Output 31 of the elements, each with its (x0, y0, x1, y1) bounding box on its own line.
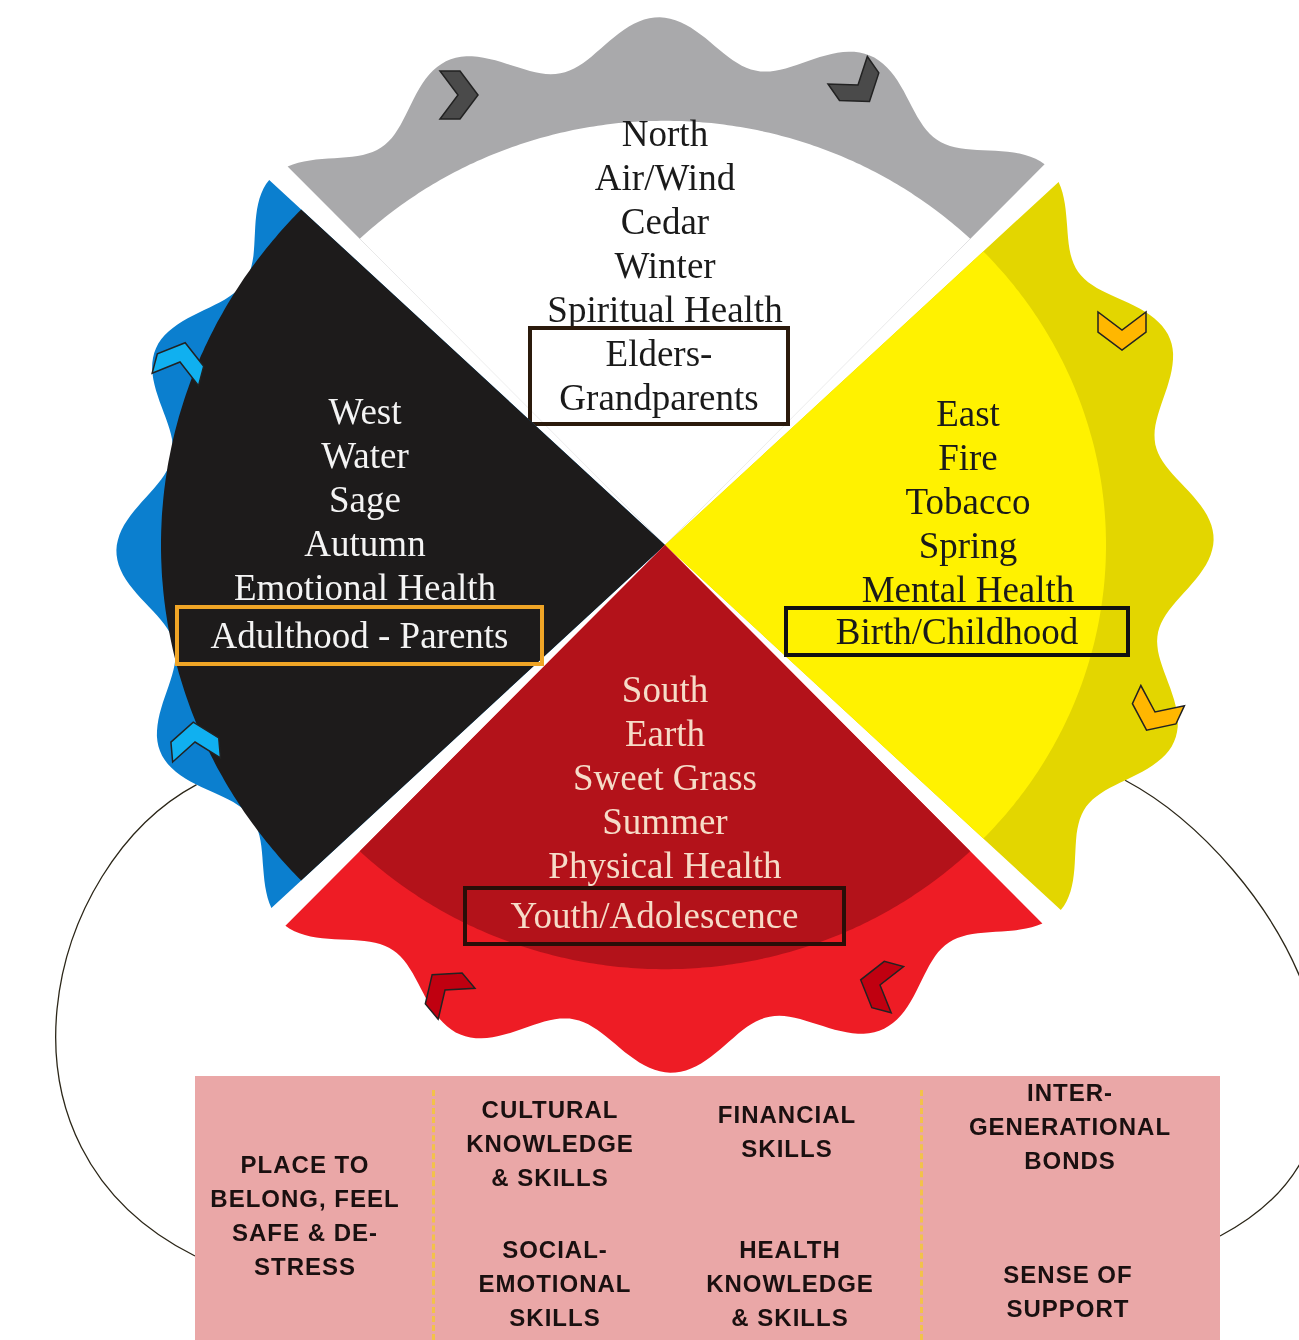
quadrant-text: North (620, 112, 710, 156)
medicine-wheel (116, 17, 1214, 1073)
quadrant-text: Earth (623, 712, 707, 756)
highlight-box: Youth/Adolescence (463, 886, 846, 946)
quadrant-text: Physical Health (547, 844, 783, 888)
quadrant-text: Autumn (303, 522, 427, 566)
highlight-box: Elders- Grandparents (528, 326, 790, 426)
category-label: SOCIAL- EMOTIONAL SKILLS (477, 1235, 633, 1333)
category-label: FINANCIAL SKILLS (716, 1100, 858, 1164)
quadrant-text: Air/Wind (593, 156, 737, 200)
category-label: PLACE TO BELONG, FEEL SAFE & DE-STRESS (209, 1150, 401, 1282)
quadrant-text: Sweet Grass (572, 756, 758, 800)
category-label: CULTURAL KNOWLEDGE & SKILLS (465, 1095, 635, 1193)
quadrant-text: Cedar (619, 200, 711, 244)
category-label: INTER- GENERATIONAL BONDS (967, 1078, 1173, 1176)
quadrant-text: Summer (601, 800, 729, 844)
quadrant-text: Winter (613, 244, 717, 288)
connector-line (55, 783, 198, 1257)
quadrant-text: South (620, 668, 710, 712)
highlight-box: Adulthood - Parents (175, 605, 544, 666)
category-label: SENSE OF SUPPORT (1002, 1260, 1134, 1324)
quadrant-text: East (935, 392, 1001, 436)
category-label: HEALTH KNOWLEDGE & SKILLS (705, 1235, 875, 1333)
quadrant-text: Spring (917, 524, 1019, 568)
quadrant-text: Fire (937, 436, 999, 480)
quadrant-text: Water (320, 434, 410, 478)
quadrant-text: Sage (328, 478, 402, 522)
connector-line (1124, 779, 1299, 1237)
quadrant-text: Tobacco (904, 480, 1032, 524)
info-panel (195, 1076, 1220, 1340)
highlight-box: Birth/Childhood (784, 606, 1130, 657)
